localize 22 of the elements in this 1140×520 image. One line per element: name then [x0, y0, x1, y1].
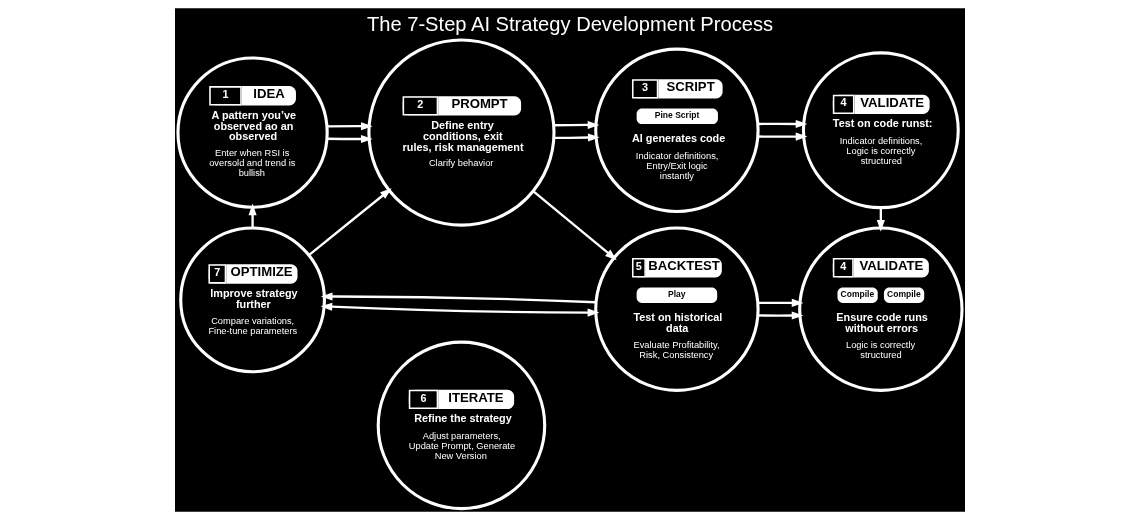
arrow: [757, 311, 804, 320]
arrow: [757, 132, 808, 141]
arrow: [327, 134, 373, 144]
node-circle: 6 ITERATE Refine the strategy Adjust parameters, Update Prompt, Generate New Version: [376, 340, 547, 511]
arrow: [757, 119, 808, 129]
arrow: [320, 292, 596, 304]
arrow: [532, 190, 617, 261]
node-circle: 5 BACKTEST Play Test on historical data Evaluate Profitability, Risk, Consistency: [594, 226, 760, 392]
arrow: [308, 188, 392, 256]
arrow: [553, 133, 600, 142]
node-circle: 4 VALIDATE Compile Compile Ensure code runs without errors Logic is correctly structured: [798, 226, 964, 392]
node-circle: 1 IDEA A pattern you’ve observed ao an observed Enter when RSI is oversold and trend is bullish: [176, 56, 329, 209]
arrow: [327, 122, 373, 131]
arrow: [320, 302, 600, 317]
node-circle: 4 VALIDATE Test on code runst: Indicator definitions, Logic is correctly structured: [801, 51, 960, 210]
node-circle: 3 SCRIPT Pine Script AI generates code Indicator definitions, Entry/Exit logic instantly: [594, 47, 760, 213]
node-circle: 7 OPTIMIZE Improve strategy further Compare variations, Fine-tune parameters: [179, 226, 326, 374]
diagram-title: The 7-Step AI Strategy Development Process: [366, 12, 774, 35]
arrow: [757, 298, 804, 307]
node-circle: 2 PROMPT Define entry conditions, exit rules, risk management Clarify behavior: [367, 38, 556, 227]
arrow: [248, 203, 257, 228]
arrow: [553, 120, 600, 129]
